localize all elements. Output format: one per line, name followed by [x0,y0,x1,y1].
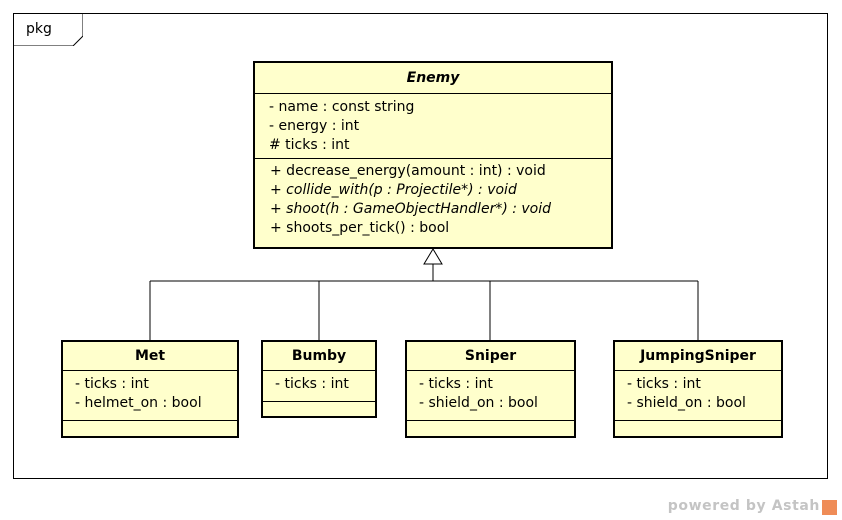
attribute-row: - energy : int [269,118,360,134]
package-label: pkg [26,21,52,37]
attribute-compartment: - ticks : int [263,371,375,402]
attribute-row: # ticks : int [269,137,350,153]
class-name: Enemy [255,63,611,94]
abstract-operation-row: + shoot(h : GameObjectHandler*) : void [270,201,552,217]
package-frame [13,13,828,479]
attribute-compartment: - name : const string - energy : int # t… [255,94,611,159]
generalization-arrowhead [423,248,443,265]
package-tab [13,13,83,46]
attribute-row: - shield_on : bool [627,395,746,411]
operation-compartment: + decrease_energy(amount : int) : void +… [255,159,611,238]
attribute-row: - shield_on : bool [419,395,538,411]
class-name: Sniper [407,342,574,371]
attribute-row: - ticks : int [419,376,493,392]
powered-by-text: powered by Astah [667,498,820,514]
class-name: Bumby [263,342,375,371]
attribute-compartment: - ticks : int - shield_on : bool [615,371,781,421]
attribute-row: - ticks : int [627,376,701,392]
attribute-compartment: - ticks : int - helmet_on : bool [63,371,237,421]
attribute-row: - name : const string [269,99,415,115]
attribute-compartment: - ticks : int - shield_on : bool [407,371,574,421]
class-sniper[interactable]: Sniper - ticks : int - shield_on : bool [405,340,576,438]
class-name: JumpingSniper [615,342,781,371]
operation-row: + shoots_per_tick() : bool [270,220,450,236]
class-enemy[interactable]: Enemy - name : const string - energy : i… [253,61,613,249]
operation-row: + decrease_energy(amount : int) : void [270,163,546,179]
astah-logo-icon [822,500,837,515]
abstract-operation-row: + collide_with(p : Projectile*) : void [270,182,517,198]
attribute-row: - ticks : int [75,376,149,392]
class-met[interactable]: Met - ticks : int - helmet_on : bool [61,340,239,438]
class-name: Met [63,342,237,371]
class-bumby[interactable]: Bumby - ticks : int [261,340,377,418]
attribute-row: - helmet_on : bool [75,395,202,411]
attribute-row: - ticks : int [275,376,349,392]
class-jumpingsniper[interactable]: JumpingSniper - ticks : int - shield_on … [613,340,783,438]
